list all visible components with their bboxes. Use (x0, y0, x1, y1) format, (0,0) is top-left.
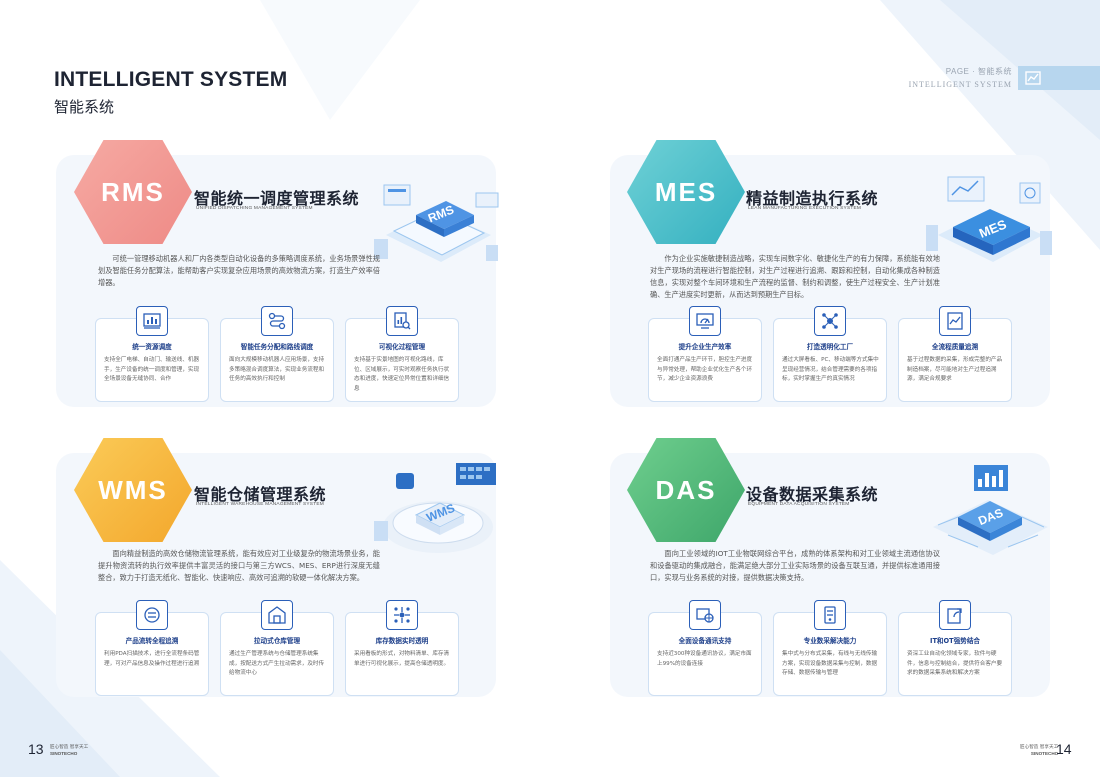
brand-en: SINOTECHO (1030, 751, 1059, 756)
card-title: 可视化过程管理 (378, 343, 426, 351)
page-tag: PAGE · 智能系统 INTELLIGENT SYSTEM (909, 66, 1012, 89)
page-number-right: 14 (1056, 741, 1072, 757)
page-tag-cn: PAGE · 智能系统 (945, 67, 1012, 76)
mes-hex-badge: MES (627, 140, 745, 244)
wms-code: WMS (98, 474, 168, 505)
wms-illustration: WMS (374, 463, 496, 553)
chart-icon (136, 306, 168, 336)
card-title: 产品流转全程追溯 (125, 637, 179, 645)
rms-title-en: UNIFIED DISPATCHING MANAGEMENT SYSTEM (196, 206, 313, 211)
card-body: 资深工业自动化领域专家，软件与硬件，信息与控制结合，提供符合客户要求的数据采集系… (907, 651, 1003, 677)
das-code: DAS (655, 474, 717, 505)
trace-icon (939, 306, 971, 336)
wms-title: 智能仓储管理系统 (194, 485, 327, 504)
card-body: 支持基于实景地图的可视化路线，库位、区域展示，可实时观察任务执行状态和进度，快速… (354, 357, 450, 392)
mes-description: 作为企业实施敏捷制造战略，实现车间数字化、敏捷化生产的有力保障，系统能有效地对生… (650, 254, 940, 299)
card-title: 全面设备通讯支持 (678, 637, 732, 645)
card-body: 通过生产管理系统与仓储管理系统集成，按配送方式产生拉动需求，及时传给物流中心 (229, 651, 325, 677)
wms-feature-card: 库存数据实时透明 采用看板的形式，对物料清单、库存清单进行可视化展示，提高仓储透… (345, 600, 459, 696)
mes-title-en: LEAN MANUFACTURING EXECUTION SYSTEM (748, 206, 862, 211)
mes-title: 精益制造执行系统 (746, 189, 879, 208)
card-body: 全面打通产品生产环节，胆控生产进度与异常处理，帮助企业优化生产各个环节，减少企业… (657, 357, 753, 383)
server-icon (814, 600, 846, 630)
footer-brand-left: 匠心智造 智享天工 SINOTECHO (50, 745, 88, 757)
scan-icon (136, 600, 168, 630)
rms-code: RMS (101, 176, 165, 207)
mes-feature-card: 打造透明化工厂 通过大屏看板、PC、移动端等方式集中呈现经营情况，结合管理需要的… (773, 306, 887, 402)
das-feature-card: 全面设备通讯支持 支持近300种设备通讯协议，满足市面上99%的设备连接 (648, 600, 762, 696)
rms-description: 可统一管理移动机器人和厂内各类型自动化设备的多策略调度系统，业务场景弹性规划及智… (98, 254, 380, 287)
card-title: 库存数据实时透明 (375, 637, 429, 645)
page-title: INTELLIGENT SYSTEM (54, 68, 288, 91)
mes-feature-card: 提升企业生产效率 全面打通产品生产环节，胆控生产进度与异常处理，帮助企业优化生产… (648, 306, 762, 402)
iot-icon (939, 600, 971, 630)
rms-feature-card: 统一资源调度 支持全厂电梯、自动门、输送线、机器手，生产设备的统一调度和管理，实… (95, 306, 209, 402)
card-body: 利用PDA扫描技术，进行全流程条码管理，可对产品信息及操作过程进行追溯 (104, 651, 200, 667)
card-body: 通过大屏看板、PC、移动端等方式集中呈现经营情况，结合管理需要的各项指标，实时掌… (782, 357, 879, 383)
mes-illustration: MES (926, 176, 1052, 262)
das-hex-badge: DAS (627, 438, 745, 542)
page-subtitle: 智能系统 (54, 98, 115, 116)
das-feature-card: IT和OT强势结合 资深工业自动化领域专家，软件与硬件，信息与控制结合，提供符合… (898, 600, 1012, 696)
mes-feature-card: 全流程质量追溯 基于过程数据的采集，形成完整的产品制造档案，尽可能地对生产过程追… (898, 306, 1012, 402)
efficiency-icon (689, 306, 721, 336)
card-body: 支持近300种设备通讯协议，满足市面上99%的设备连接 (657, 651, 752, 667)
globe-icon (689, 600, 721, 630)
card-title: 统一资源调度 (132, 343, 172, 351)
wms-title-en: INTELLIGENT WAREHOUSE MANAGEMENT SYSTEM (196, 502, 324, 507)
card-title: 拉动式仓库管理 (253, 637, 301, 645)
card-body: 基于过程数据的采集，形成完整的产品制造档案，尽可能地对生产过程追溯源，满足合规要… (907, 357, 1003, 383)
brand-cn: 匠心智造 智享天工 (50, 745, 89, 750)
rms-illustration: RMS (374, 184, 499, 262)
inventory-icon (386, 600, 418, 630)
route-icon (261, 306, 293, 336)
chart-icon (1025, 71, 1041, 85)
card-title: 全流程质量追溯 (931, 343, 979, 351)
mes-code: MES (654, 176, 718, 207)
page-tag-box (1018, 66, 1100, 90)
wms-description: 面向精益制造的高效仓储物流管理系统，能有效应对工业级复杂的物流场景业务，能提升物… (98, 549, 380, 582)
rms-feature-card: 智能任务分配和路线调度 面向大规模移动机器人应用场景，支持多策略混合调度算法，实… (220, 306, 334, 402)
brand-en: SINOTECHO (50, 751, 78, 756)
factory-icon (814, 306, 846, 336)
wms-feature-card: 产品流转全程追溯 利用PDA扫描技术，进行全流程条码管理，可对产品信息及操作过程… (95, 600, 209, 696)
das-title-en: EQUIPMENT DATA ACQUISITION SYSTEM (748, 502, 850, 507)
card-title: 提升企业生产效率 (678, 343, 732, 351)
card-body: 集中式与分布式采集，有线与无线传输方案，实现设备数据采集与控制，数据存储、数据传… (782, 651, 878, 677)
page-number-left: 13 (28, 741, 44, 757)
monitor-icon (386, 306, 418, 336)
rms-hex-badge: RMS (74, 140, 192, 244)
card-title: 智能任务分配和路线调度 (240, 343, 314, 351)
rms-title: 智能统一调度管理系统 (194, 189, 360, 208)
card-title: 专业数采解决能力 (803, 637, 857, 645)
card-title: IT和OT强势结合 (929, 637, 981, 645)
footer-brand-right: 匠心智造 智享天工 SINOTECHO (1020, 745, 1058, 757)
wms-feature-card: 拉动式仓库管理 通过生产管理系统与仓储管理系统集成，按配送方式产生拉动需求，及时… (220, 600, 334, 696)
brand-cn: 匠心智造 智享天工 (1020, 745, 1059, 750)
das-title: 设备数据采集系统 (746, 485, 879, 504)
card-title: 打造透明化工厂 (806, 343, 854, 351)
das-feature-card: 专业数采解决能力 集中式与分布式采集，有线与无线传输方案，实现设备数据采集与控制… (773, 600, 887, 696)
warehouse-icon (261, 600, 293, 630)
page-tag-en: INTELLIGENT SYSTEM (908, 80, 1012, 89)
das-illustration: DAS (933, 465, 1048, 555)
card-body: 支持全厂电梯、自动门、输送线、机器手，生产设备的统一调度和管理，实现全场景设备无… (104, 357, 200, 383)
card-body: 采用看板的形式，对物料清单、库存清单进行可视化展示，提高仓储透明度。 (354, 651, 450, 667)
das-description: 面向工业领域的IOT工业物联网综合平台，成熟的体系架构和对工业领域主流通信协议和… (650, 549, 940, 582)
rms-feature-card: 可视化过程管理 支持基于实景地图的可视化路线，库位、区域展示，可实时观察任务执行… (345, 306, 459, 402)
card-body: 面向大规模移动机器人应用场景，支持多策略混合调度算法，实现业务流程和任务的高效执… (229, 357, 325, 383)
